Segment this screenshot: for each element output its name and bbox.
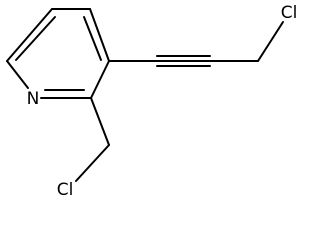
bond-ch2-cl-bottom bbox=[75, 144, 110, 182]
atom-label-nitrogen: N bbox=[27, 89, 40, 109]
bond-ring-c3-c2 bbox=[90, 60, 110, 99]
atom-label-chlorine-top: Cl bbox=[281, 3, 298, 23]
bond-ring-inner-c6-c5 bbox=[15, 16, 56, 61]
atom-label-chlorine-bottom: Cl bbox=[57, 180, 74, 200]
bond-ring-inner-c4-c3 bbox=[83, 16, 102, 61]
chemical-structure-diagram: N Cl Cl bbox=[6, 3, 298, 200]
bond-ring-c4-c3 bbox=[89, 8, 110, 62]
bond-ring-n-c6 bbox=[6, 60, 29, 89]
bond-ch2-cl-top bbox=[257, 21, 284, 62]
bond-ring-c6-c5 bbox=[6, 8, 53, 62]
bond-c2-ch2 bbox=[90, 97, 110, 146]
